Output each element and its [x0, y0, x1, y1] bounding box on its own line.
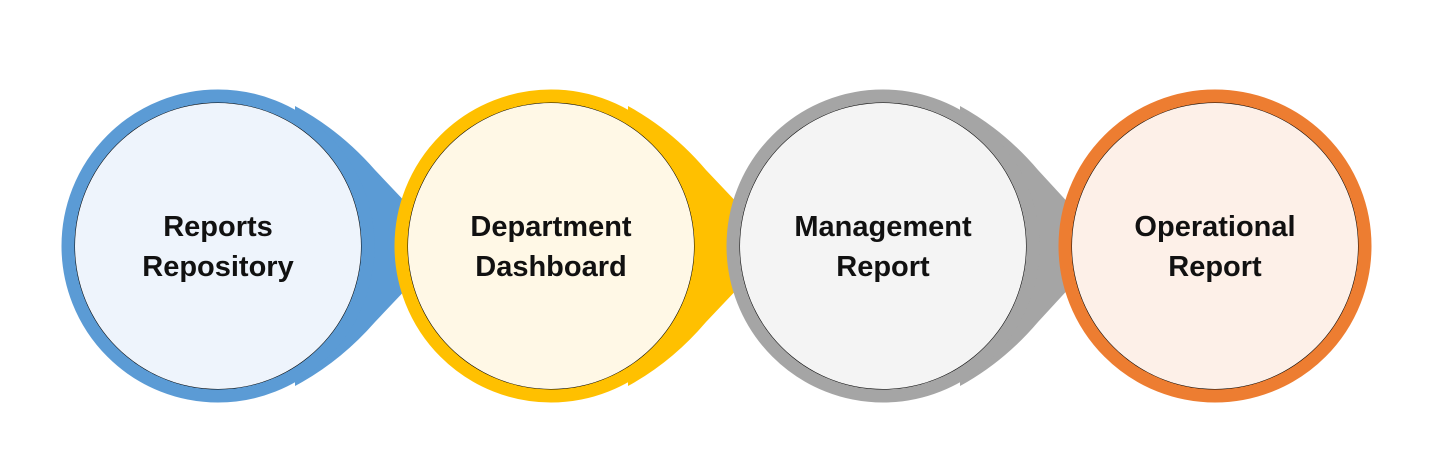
stage-4-label-line2: Report — [1168, 251, 1262, 283]
stage-2-circle-fill — [408, 103, 694, 389]
stage-management-report: Management Report — [726, 89, 1108, 403]
stage-3-label-line2: Report — [836, 251, 930, 283]
stage-1-label-line2: Repository — [142, 251, 293, 283]
stage-3-circle-fill — [740, 103, 1026, 389]
stage-2-label-line1: Department — [470, 211, 631, 243]
stage-department-dashboard: Department Dashboard — [394, 89, 778, 403]
stage-4-circle-fill — [1072, 103, 1358, 389]
stage-1-label-line1: Reports — [163, 211, 273, 243]
stage-operational-report: Operational Report — [1058, 89, 1372, 403]
stage-reports-repository: Reports Repository — [61, 89, 447, 403]
stage-3-label-line1: Management — [794, 211, 972, 243]
stage-1-circle-fill — [75, 103, 361, 389]
stage-4-label-line1: Operational — [1134, 211, 1295, 243]
stage-2-label-line2: Dashboard — [475, 251, 626, 283]
